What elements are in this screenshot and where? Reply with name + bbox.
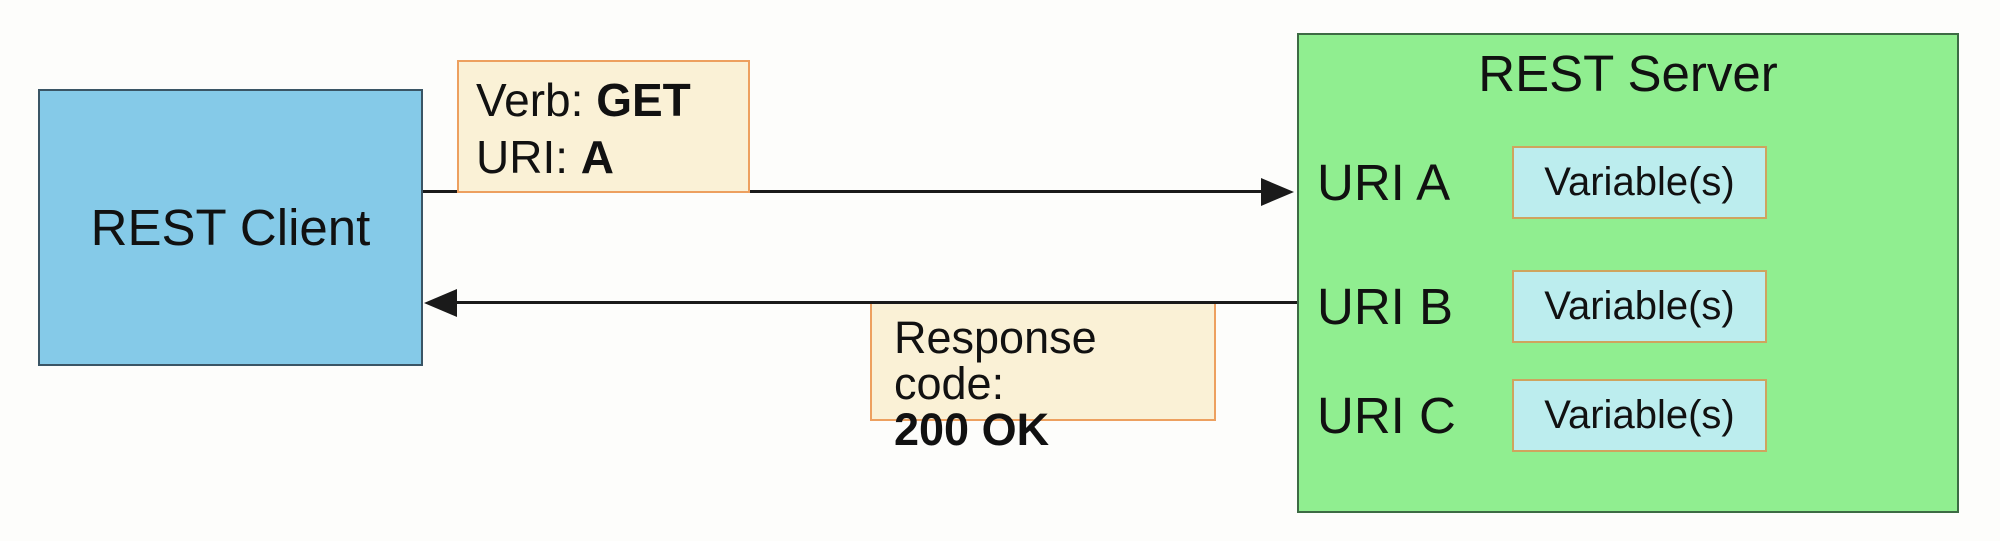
uri-a-label: URI A: [1317, 154, 1451, 211]
request-verb-line: Verb: GET: [476, 72, 748, 129]
uri-c-variables-box: Variable(s): [1512, 379, 1767, 452]
request-note: Verb: GET URI: A: [457, 60, 750, 193]
uri-value: A: [580, 131, 615, 183]
server-row-uri-b: URI B Variable(s): [1299, 270, 1957, 343]
server-row-uri-c: URI C Variable(s): [1299, 379, 1957, 452]
uri-c-variables-label: Variable(s): [1544, 393, 1735, 437]
request-arrow-line: [423, 190, 1263, 193]
response-note: Response code: 200 OK: [870, 301, 1216, 453]
rest-server-title: REST Server: [1478, 45, 1778, 102]
uri-a-variables-box: Variable(s): [1512, 146, 1767, 219]
uri-a-variables-label: Variable(s): [1544, 160, 1735, 204]
uri-label: URI:: [476, 131, 581, 183]
uri-b-variables-label: Variable(s): [1544, 284, 1735, 328]
request-uri-line: URI: A: [476, 129, 748, 186]
response-arrow-line: [455, 301, 1297, 304]
verb-value: GET: [596, 74, 691, 126]
response-arrowhead-icon: [424, 289, 457, 317]
server-row-uri-a: URI A Variable(s): [1299, 146, 1957, 219]
verb-label: Verb:: [476, 74, 597, 126]
rest-client-box: REST Client: [38, 89, 423, 366]
rest-client-label: REST Client: [90, 199, 371, 256]
uri-c-label: URI C: [1317, 387, 1456, 444]
request-arrowhead-icon: [1261, 178, 1294, 206]
response-code-value: 200 OK: [894, 404, 1050, 455]
response-code-line: Response code:: [894, 312, 1097, 409]
uri-b-variables-box: Variable(s): [1512, 270, 1767, 343]
uri-b-label: URI B: [1317, 278, 1454, 335]
rest-server-box: REST Server URI A Variable(s) URI B Vari…: [1297, 33, 1959, 513]
